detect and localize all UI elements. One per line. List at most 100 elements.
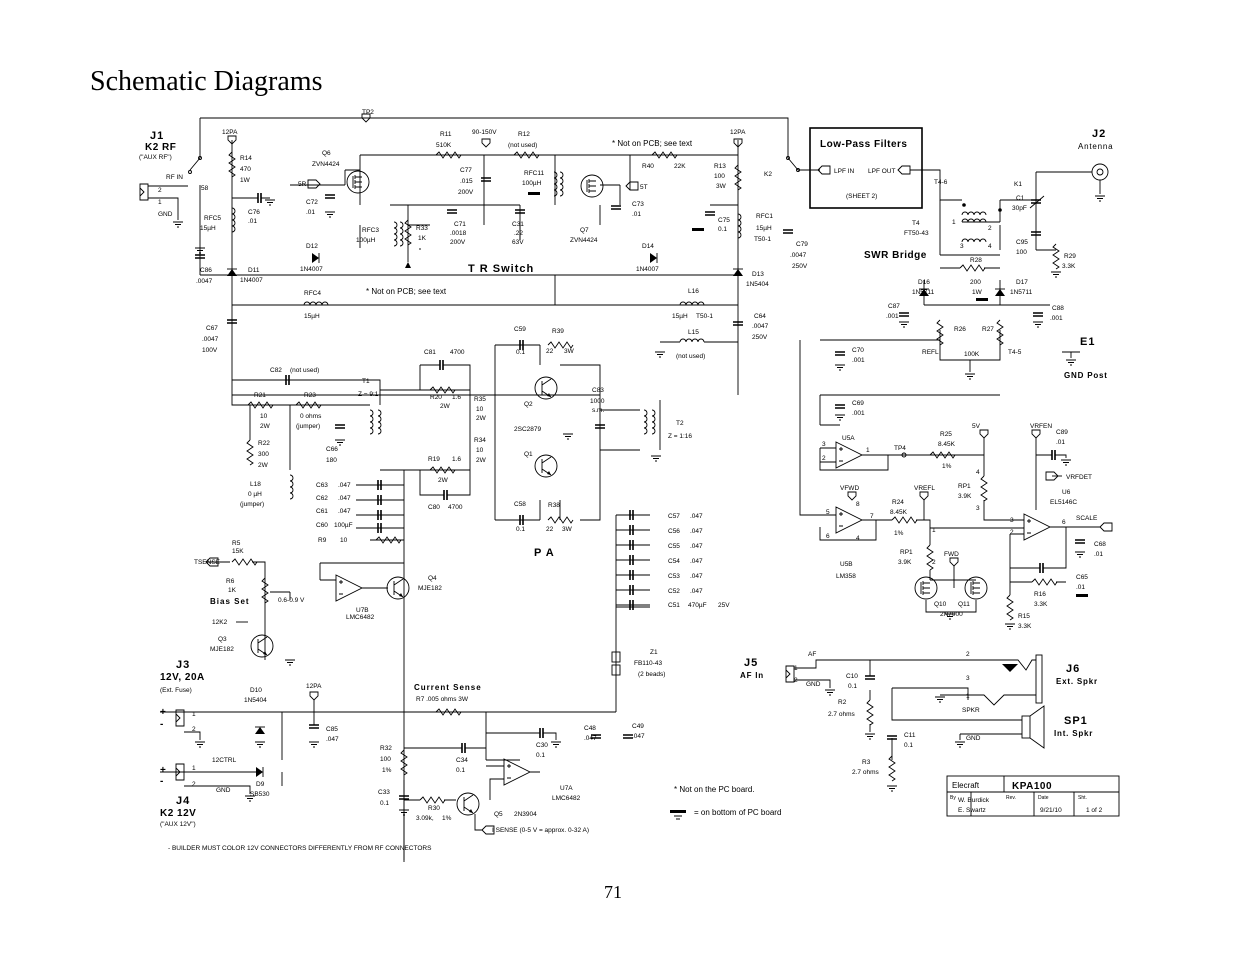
r27-ref: R27 bbox=[982, 326, 994, 333]
rfc11: RFC11 100µH bbox=[522, 170, 564, 197]
title-by2: E. Swartz bbox=[958, 807, 986, 814]
q6: Q6 ZVN4424 5R bbox=[298, 150, 370, 194]
j1-sub: ("AUX RF") bbox=[139, 154, 172, 161]
c10: C10 0.1 bbox=[846, 673, 876, 690]
t1: T1 Z = 9:1 bbox=[358, 378, 382, 435]
r15: R15 3.3K bbox=[1004, 594, 1032, 630]
c77: C77 .015 200V bbox=[458, 167, 492, 196]
r13-power: 3W bbox=[716, 183, 727, 190]
d14-val: 1N4007 bbox=[636, 266, 659, 273]
sp1-ref: SP1 bbox=[1064, 715, 1088, 727]
bypass-caps-right: C57 .047 C56 .047 C55 .047 C54 .047 C53 … bbox=[616, 509, 730, 611]
lpf-label: Low-Pass Filters bbox=[820, 139, 907, 150]
c1: C1 30pF bbox=[1012, 195, 1045, 212]
d16-val: 1N5711 bbox=[912, 289, 935, 296]
svg-text:5: 5 bbox=[826, 509, 830, 516]
current-sense: Current Sense R7 .005 ohms 3W R32 100 1%… bbox=[378, 683, 645, 835]
c55-ref: C55 bbox=[668, 543, 680, 550]
d16: D16 1N5711 bbox=[912, 279, 935, 297]
isense-note: I SENSE (0-5 V = approx. 0-32 A) bbox=[492, 827, 589, 834]
title-sheet: 1 of 2 bbox=[1086, 807, 1103, 814]
svg-text:1: 1 bbox=[794, 665, 798, 672]
q1: Q1 bbox=[524, 451, 558, 478]
q10-ref: Q10 bbox=[934, 601, 947, 608]
c52-ref: C52 bbox=[668, 588, 680, 595]
lpf-sheet-label: (SHEET 2) bbox=[846, 193, 877, 200]
d14: D14 1N4007 bbox=[636, 243, 659, 273]
j1-connector: J1 K2 RF ("AUX RF") RF IN GND 21 bbox=[139, 130, 188, 228]
r39-val: 22 bbox=[546, 348, 554, 355]
d12-val: 1N4007 bbox=[300, 266, 323, 273]
c34-val: 0.1 bbox=[456, 767, 465, 774]
pa-label: P A bbox=[534, 547, 555, 559]
r13: 12PA R13 100 3W bbox=[714, 129, 746, 191]
c56-ref: C56 bbox=[668, 528, 680, 535]
c89-val: .01 bbox=[1056, 439, 1065, 446]
j1-name: K2 RF bbox=[145, 142, 176, 153]
rfc11-ref: RFC11 bbox=[524, 170, 544, 177]
c95-ref: C95 bbox=[1016, 239, 1028, 246]
svg-text:2: 2 bbox=[988, 225, 992, 232]
t2-ref: T2 bbox=[676, 420, 684, 427]
rfc5-ref: RFC5 bbox=[204, 215, 221, 222]
svg-text:-: - bbox=[160, 776, 164, 787]
rp1a-val: 3.9K bbox=[958, 493, 972, 500]
c63-val: .047 bbox=[338, 482, 351, 489]
r15-ref: R15 bbox=[1018, 613, 1030, 620]
hv-supply: 90-150V bbox=[472, 129, 497, 148]
e1-post: E1 GND Post bbox=[1062, 336, 1107, 380]
rp1-b: VREFL RP1 3.9K 12 bbox=[898, 485, 936, 580]
sp1-spkr: SPKR bbox=[962, 707, 980, 714]
rfc4-val: 15µH bbox=[304, 313, 320, 320]
title-sht-label: Sht. bbox=[1078, 795, 1087, 801]
c11-val: 0.1 bbox=[904, 742, 913, 749]
c89-ref: C89 bbox=[1056, 429, 1068, 436]
q2-ref: Q2 bbox=[524, 401, 533, 408]
c48-val: .047 bbox=[584, 735, 597, 742]
r29-val: 3.3K bbox=[1062, 263, 1076, 270]
svg-text:4: 4 bbox=[988, 243, 992, 250]
r34: R34 10 2W bbox=[474, 437, 487, 464]
c11: C11 0.1 bbox=[886, 732, 916, 749]
r11-val: 510K bbox=[436, 142, 452, 149]
l18-note: (jumper) bbox=[240, 501, 264, 508]
u6: VRFDET U6 EL5146C 326 SCALE bbox=[1009, 471, 1113, 595]
rfc4-ref: RFC4 bbox=[304, 290, 321, 297]
rfc5-val: 15µH bbox=[200, 225, 216, 232]
j1-jack bbox=[139, 183, 149, 201]
l15: L15 (not used) bbox=[654, 329, 738, 360]
u7a-val: LMC6482 bbox=[552, 795, 581, 802]
l16: L16 15µH T50-1 bbox=[672, 288, 713, 320]
d10-val: 1N5404 bbox=[244, 697, 267, 704]
svg-text:4: 4 bbox=[976, 469, 980, 476]
k2-relay: K2 bbox=[764, 156, 800, 178]
r33-ref: R33 bbox=[416, 225, 428, 232]
c83: C83 1000 s.m. bbox=[590, 387, 606, 429]
r2: R2 2.7 ohms bbox=[828, 699, 876, 740]
r39-power: 3W bbox=[564, 348, 575, 355]
j1-rf-in: RF IN bbox=[166, 174, 183, 181]
c82-val: (not used) bbox=[290, 367, 319, 374]
title-company: Elecraft bbox=[952, 781, 980, 790]
svg-text:2: 2 bbox=[794, 677, 798, 684]
c88-ref: C88 bbox=[1052, 305, 1064, 312]
svg-text:2: 2 bbox=[932, 559, 936, 566]
c67: C67 .0047 100V bbox=[202, 319, 238, 354]
c95: C95 100 bbox=[1016, 231, 1042, 256]
r5-ref: R5 bbox=[232, 540, 241, 547]
d13: D13 1N5404 bbox=[732, 268, 769, 288]
r3-val: 2.7 ohms bbox=[852, 769, 879, 776]
title-by-label: By bbox=[950, 795, 956, 801]
c73-ref: C73 bbox=[632, 201, 644, 208]
svg-text:2: 2 bbox=[158, 187, 162, 194]
c75-val: 0.1 bbox=[718, 226, 727, 233]
t4-ref: T4 bbox=[912, 220, 920, 227]
r25: R25 8.45K 1% bbox=[929, 431, 956, 470]
c61-val: .047 bbox=[338, 508, 351, 515]
net-fwd: REFL bbox=[922, 349, 939, 356]
r22-ref: R22 bbox=[258, 440, 270, 447]
svg-text:-: - bbox=[160, 719, 164, 730]
c58-ref: C58 bbox=[514, 501, 526, 508]
r34-ref: R34 bbox=[474, 437, 486, 444]
